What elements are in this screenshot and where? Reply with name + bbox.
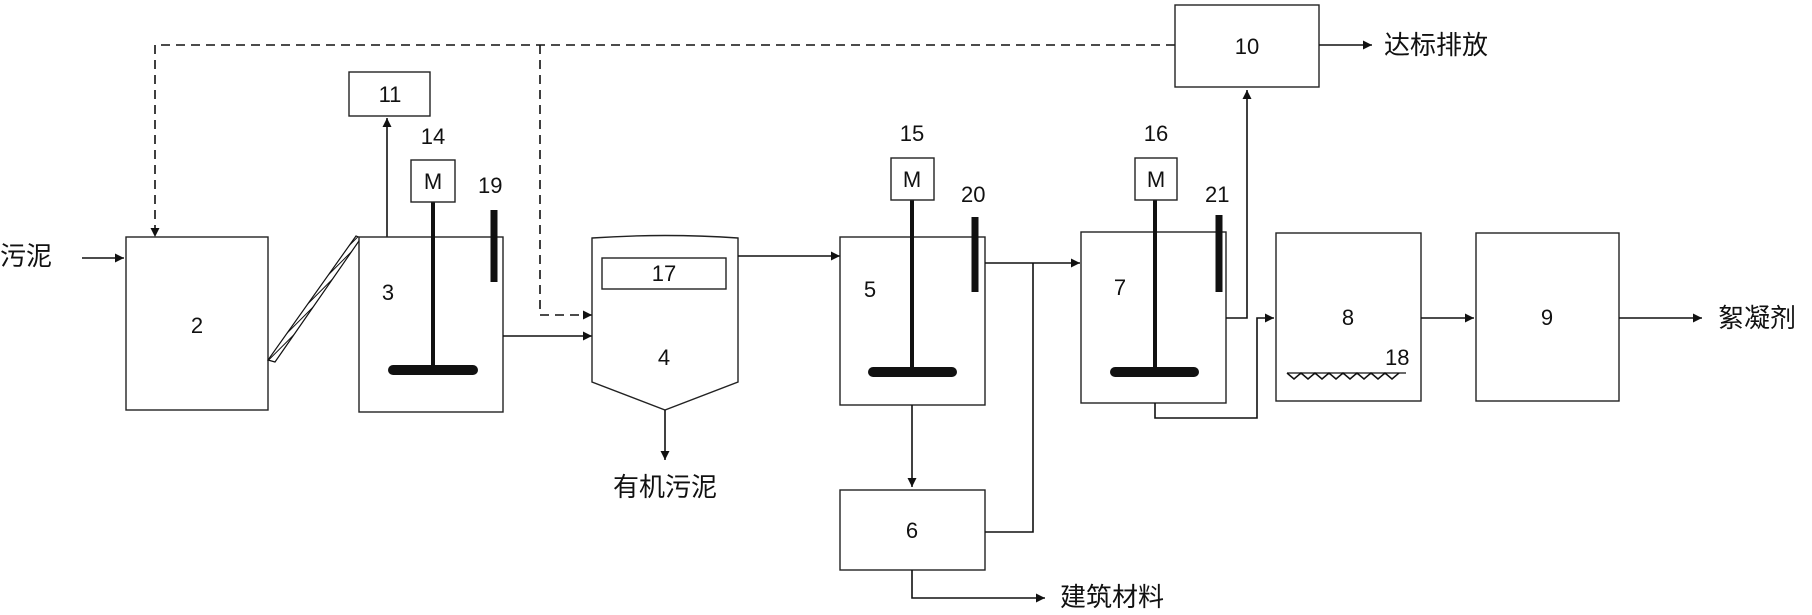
building-material-label: 建筑材料 bbox=[1060, 583, 1164, 613]
unit-9: 9 bbox=[1475, 232, 1620, 402]
unit-6: 6 bbox=[839, 489, 986, 571]
unit-11-label: 11 bbox=[379, 82, 402, 107]
probe-19-label: 19 bbox=[478, 173, 502, 198]
unit-10-label: 10 bbox=[1235, 34, 1259, 59]
unit-17-box bbox=[601, 257, 727, 290]
motor-16-box bbox=[1134, 157, 1178, 201]
unit-3: 3 19 bbox=[358, 173, 504, 413]
line-6-to-7 bbox=[985, 263, 1034, 533]
unit-4: 17 4 bbox=[591, 234, 739, 411]
motor-14-label: 14 bbox=[421, 124, 445, 149]
unit-8-label: 8 bbox=[1342, 305, 1354, 330]
unit-17-label: 17 bbox=[652, 261, 676, 286]
motor-14: M 14 bbox=[410, 124, 456, 203]
motor-14-symbol: M bbox=[424, 169, 442, 194]
arrow-6-to-building-material bbox=[911, 570, 1045, 603]
organic-sludge-label: 有机污泥 bbox=[613, 473, 717, 503]
unit-6-label: 6 bbox=[906, 518, 918, 543]
unit-10: 10 bbox=[1174, 4, 1320, 88]
probe-20-label: 20 bbox=[961, 182, 985, 207]
screw-conveyor bbox=[267, 235, 362, 363]
unit-11: 11 bbox=[348, 71, 431, 117]
sludge-input-label: 污泥 bbox=[0, 242, 52, 272]
aerator-18-label: 18 bbox=[1385, 345, 1409, 370]
unit-6-box bbox=[839, 489, 986, 571]
recycle-line-to-unit-4 bbox=[539, 45, 592, 320]
unit-2: 2 bbox=[125, 236, 269, 411]
arrow-7-to-10 bbox=[1226, 90, 1252, 319]
flocculant-label: 絮凝剂 bbox=[1718, 304, 1796, 334]
unit-11-box bbox=[348, 71, 431, 117]
unit-10-box bbox=[1174, 4, 1320, 88]
probe-21-label: 21 bbox=[1205, 182, 1229, 207]
recycle-line-to-unit-2 bbox=[150, 44, 1175, 237]
motor-16-symbol: M bbox=[1147, 167, 1165, 192]
unit-3-label: 3 bbox=[382, 280, 394, 305]
unit-4-label: 4 bbox=[658, 345, 670, 370]
unit-7: 7 21 bbox=[1080, 182, 1229, 404]
unit-5-label: 5 bbox=[864, 277, 876, 302]
unit-7-label: 7 bbox=[1114, 275, 1126, 300]
discharge-label: 达标排放 bbox=[1384, 31, 1488, 61]
motor-16-label: 16 bbox=[1144, 121, 1168, 146]
unit-5: 5 20 bbox=[839, 182, 986, 406]
recycle-lines bbox=[150, 44, 1175, 320]
motor-15-symbol: M bbox=[903, 167, 921, 192]
unit-8: 8 18 bbox=[1275, 232, 1422, 402]
motor-15-label: 15 bbox=[900, 121, 924, 146]
motor-15: M 15 bbox=[890, 121, 935, 201]
unit-2-label: 2 bbox=[191, 313, 203, 338]
unit-2-box bbox=[125, 236, 269, 411]
motor-16: M 16 bbox=[1134, 121, 1178, 201]
unit-9-box bbox=[1475, 232, 1620, 402]
motor-15-box bbox=[890, 157, 935, 201]
motor-14-box bbox=[410, 159, 456, 203]
arrow-7-to-8 bbox=[1154, 313, 1274, 419]
unit-9-label: 9 bbox=[1541, 305, 1553, 330]
